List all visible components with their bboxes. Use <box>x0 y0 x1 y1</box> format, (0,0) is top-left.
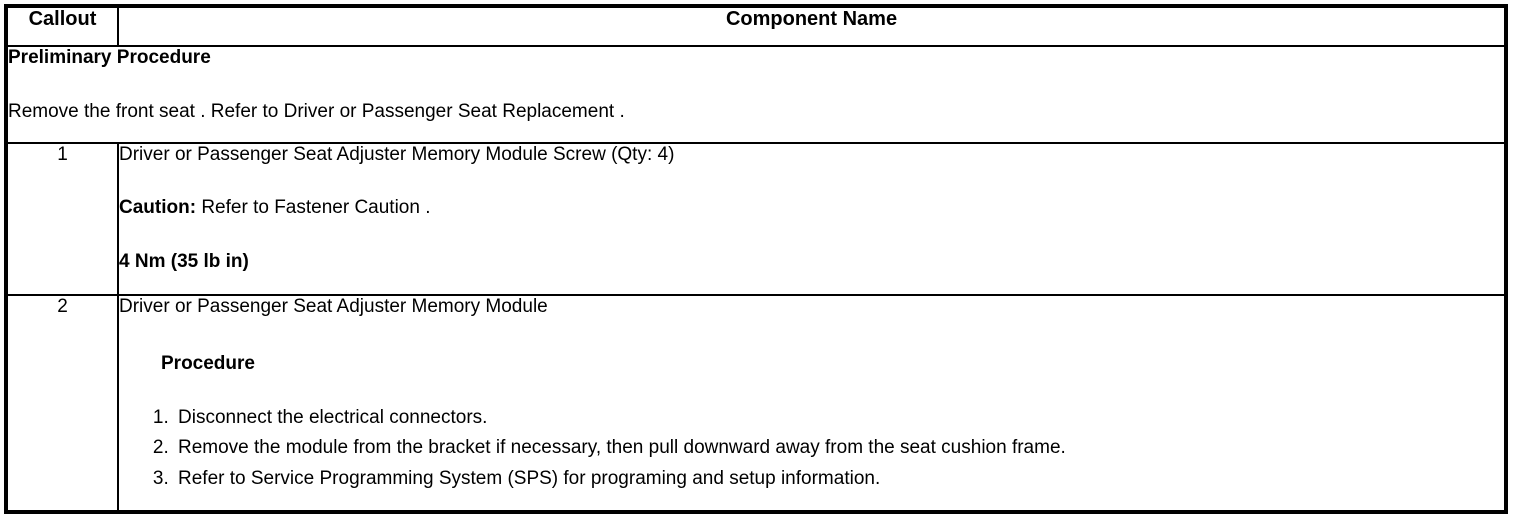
table-row: 2 Driver or Passenger Seat Adjuster Memo… <box>5 294 1507 513</box>
caution-text: Refer to Fastener Caution . <box>201 197 431 219</box>
torque-spec: 4 Nm (35 lb in) <box>119 250 249 272</box>
procedure-step: Refer to Service Programming System (SPS… <box>174 468 1504 490</box>
preliminary-procedure-row: Preliminary Procedure Remove the front s… <box>5 45 1507 144</box>
procedure-steps-list: Disconnect the electrical connectors. Re… <box>119 407 1504 490</box>
callout-component-table: Callout Component Name Preliminary Proce… <box>4 4 1508 514</box>
component-cell-1: Driver or Passenger Seat Adjuster Memory… <box>117 142 1507 296</box>
procedure-step: Disconnect the electrical connectors. <box>174 407 1504 429</box>
procedure-step: Remove the module from the bracket if ne… <box>174 437 1504 459</box>
component-name-column-header: Component Name <box>117 5 1507 47</box>
table-row: 1 Driver or Passenger Seat Adjuster Memo… <box>5 142 1507 296</box>
callout-number-1: 1 <box>5 142 119 296</box>
procedure-title: Procedure <box>161 353 255 375</box>
preliminary-procedure-title: Preliminary Procedure <box>8 47 211 68</box>
component-name-1: Driver or Passenger Seat Adjuster Memory… <box>119 144 675 165</box>
component-cell-2: Driver or Passenger Seat Adjuster Memory… <box>117 294 1507 513</box>
caution-label: Caution: <box>119 197 197 219</box>
callout-number-2: 2 <box>5 294 119 513</box>
callout-column-header: Callout <box>5 5 119 47</box>
caution-note: Caution: Refer to Fastener Caution . <box>119 197 1504 219</box>
preliminary-procedure-cell: Preliminary Procedure Remove the front s… <box>5 45 1507 144</box>
preliminary-procedure-instruction: Remove the front seat . Refer to Driver … <box>8 101 625 123</box>
table-header-row: Callout Component Name <box>5 5 1507 47</box>
component-name-2: Driver or Passenger Seat Adjuster Memory… <box>119 296 548 317</box>
